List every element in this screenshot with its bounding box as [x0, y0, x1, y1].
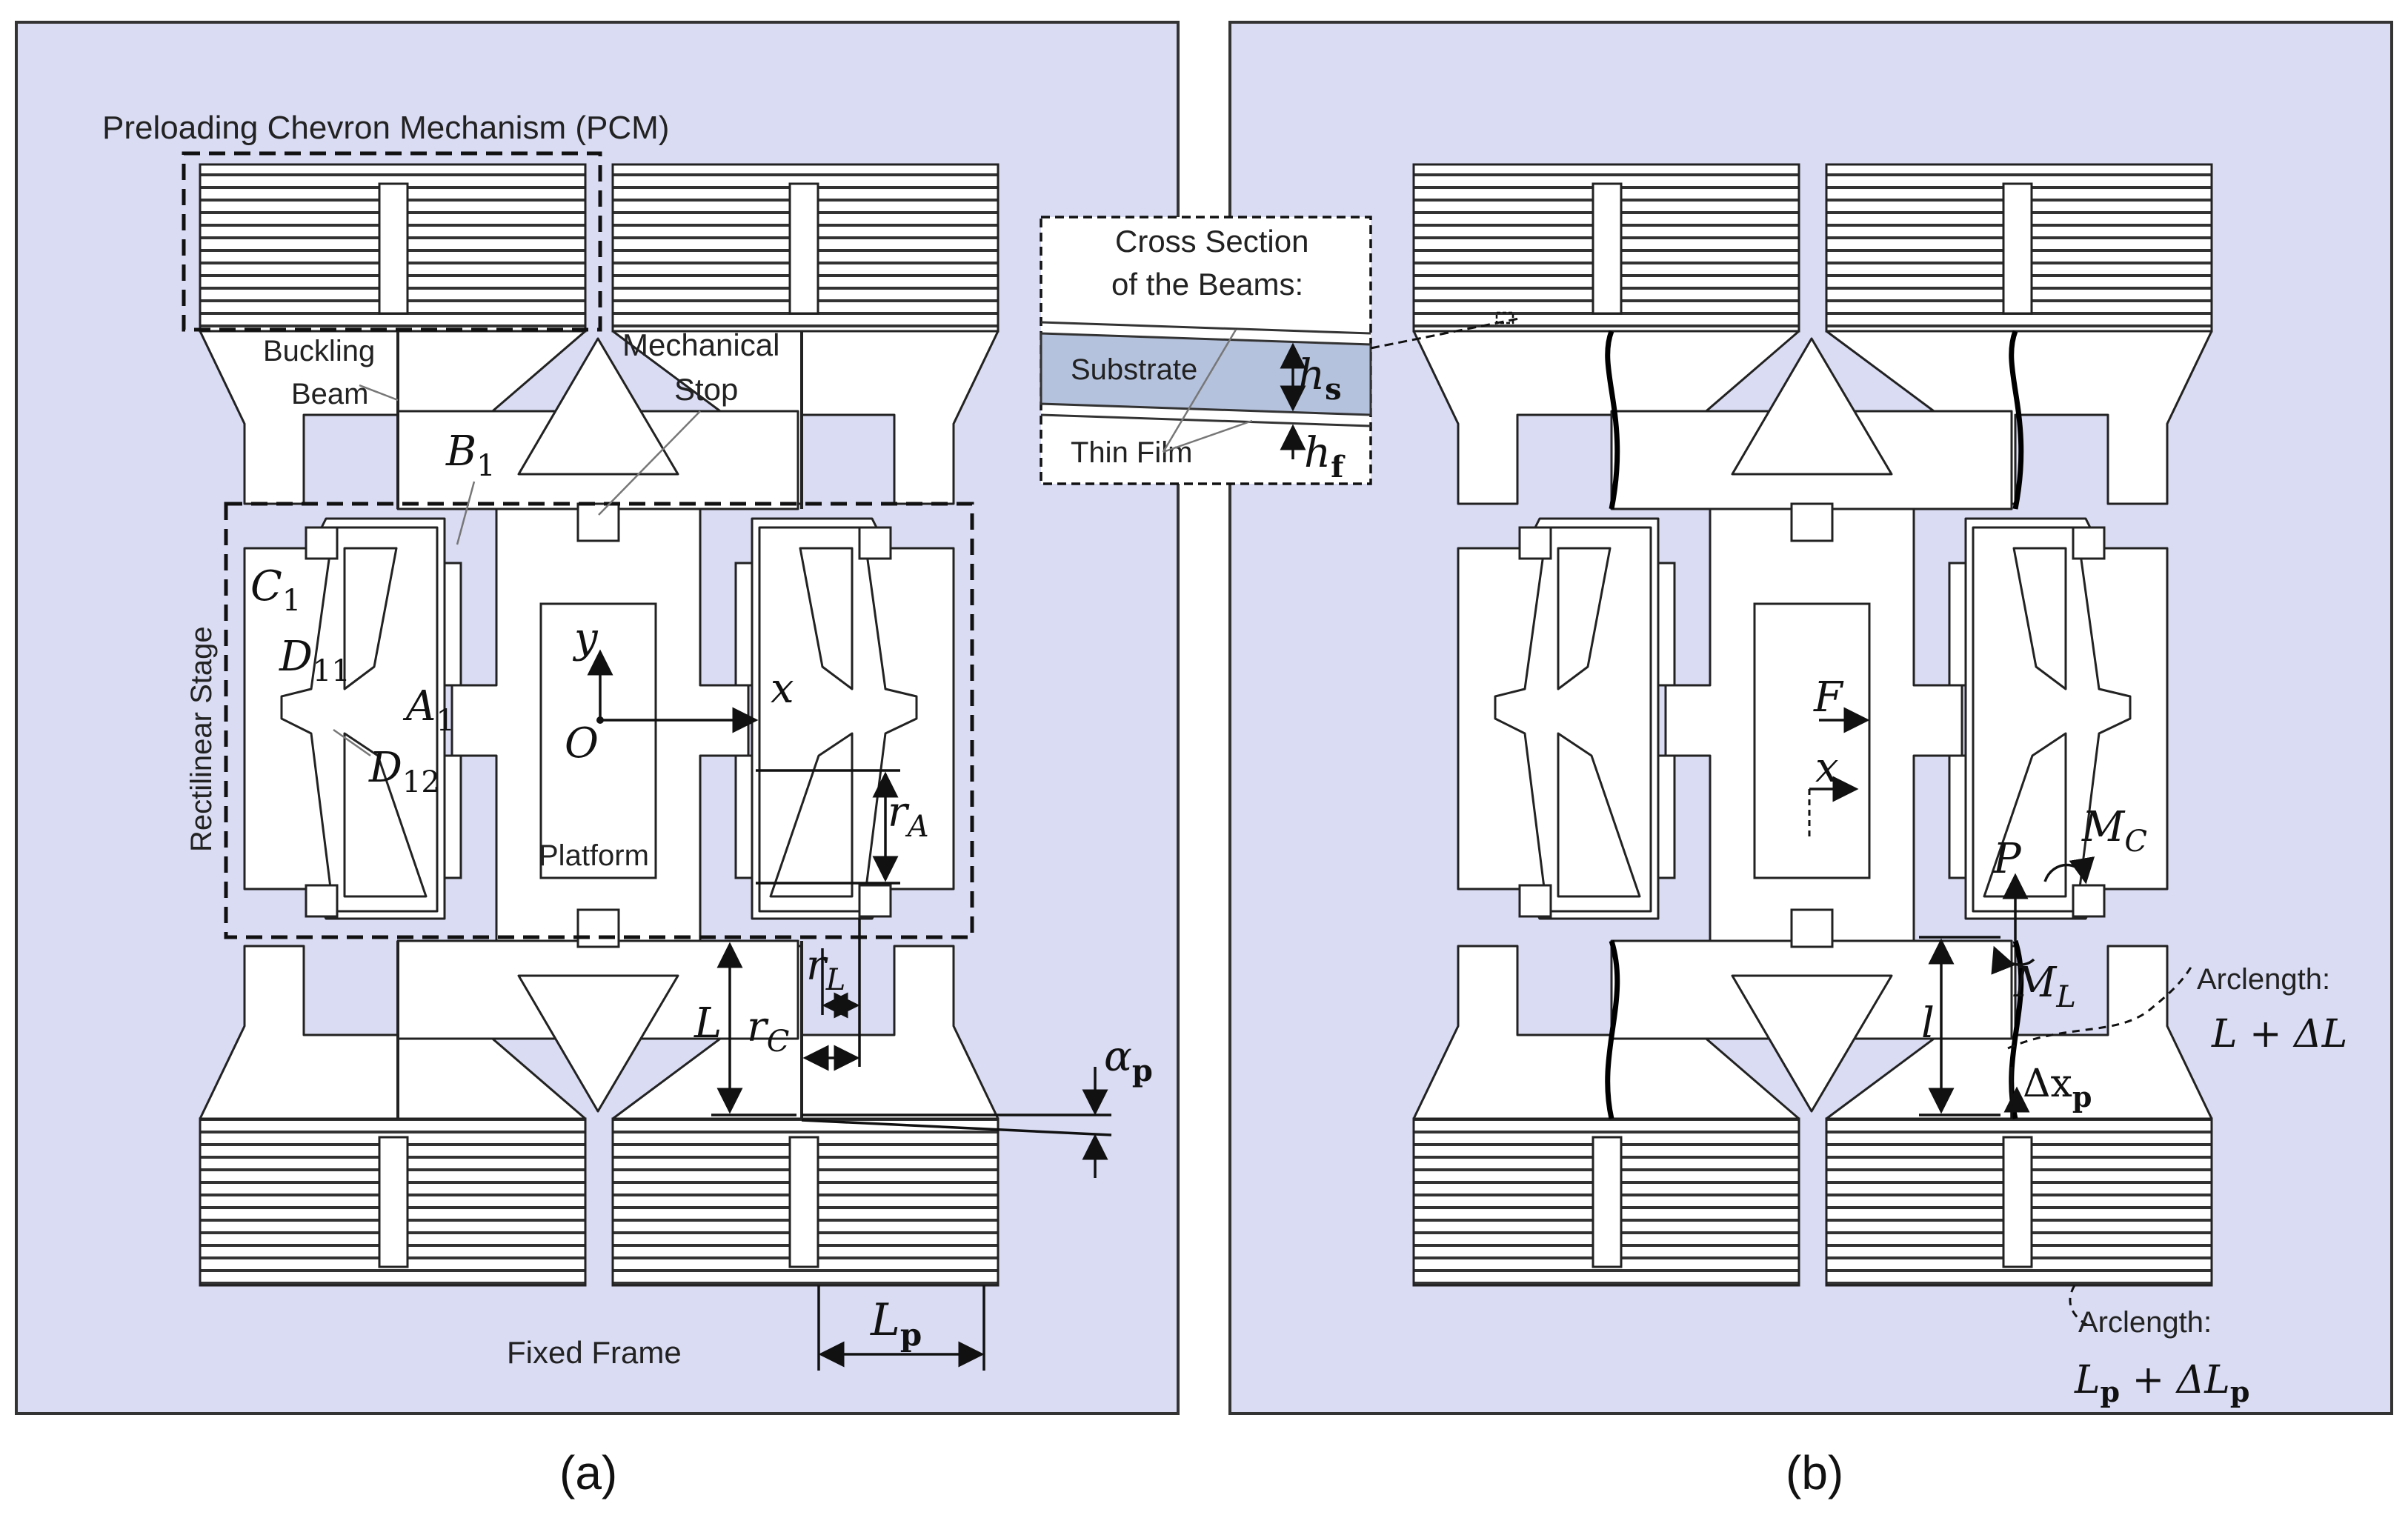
d12-leader [333, 728, 371, 757]
inset-title-1: Cross Section [1115, 224, 1308, 259]
buckled-beam-top-left [1605, 330, 1620, 510]
platform-label: Platform [539, 839, 649, 872]
arclength-2-label: Arclength: [2078, 1306, 2212, 1339]
symbol-l-lower: l [1921, 999, 1935, 1048]
caption-b: (b) [1786, 1446, 1843, 1499]
inset-connector [1370, 317, 1520, 350]
arclength-1-value: L + ΔL [2211, 1012, 2347, 1056]
ml-arrow [1991, 945, 2035, 975]
buckling-beam-label-2: Beam [291, 378, 369, 410]
mechanical-stop-leader [598, 410, 701, 516]
symbol-x-b: x [1815, 744, 1839, 792]
symbol-ra: rA [888, 788, 929, 844]
film-top-line [1040, 321, 1371, 335]
symbol-alpha-p: αp [1104, 1033, 1153, 1088]
symbol-hf: hf [1304, 429, 1346, 485]
panel-a: Preloading Chevron Mechanism (PCM) Buckl… [15, 21, 1180, 1499]
symbol-o: O [565, 719, 599, 768]
origin-dot [596, 716, 604, 724]
substrate-label: Substrate [1071, 353, 1197, 386]
buckled-beam-bottom-left [1605, 939, 1620, 1119]
symbol-a1: A1 [402, 682, 455, 738]
symbol-ml: ML [2013, 959, 2076, 1014]
thin-film-label: Thin Film [1071, 436, 1192, 469]
film-bottom-line [1040, 413, 1371, 427]
symbol-lp: Lp [870, 1294, 922, 1353]
caption-a: (a) [559, 1446, 617, 1499]
inset-title-2: of the Beams: [1111, 267, 1303, 302]
pcm-label: Preloading Chevron Mechanism (PCM) [102, 110, 669, 146]
mc-arrow [2043, 856, 2095, 885]
symbol-dxp: Δxp [2023, 1062, 2092, 1113]
thin-film-leader-1 [1162, 329, 1237, 453]
rectilinear-stage-dashed-box [224, 502, 974, 939]
symbol-mc: MC [2081, 803, 2147, 859]
symbol-rl: rL [806, 942, 845, 997]
symbol-hs: hs [1298, 351, 1342, 407]
symbol-p: P [1992, 835, 2022, 883]
symbol-f: F [1813, 673, 1844, 722]
symbol-rc: rC [747, 1003, 789, 1059]
cross-section-inset: Cross Section of the Beams: Substrate Th… [1040, 216, 1520, 485]
alpha-ref-line-2 [801, 1119, 1112, 1136]
symbol-l: L [694, 999, 722, 1048]
symbol-d12: D12 [368, 744, 440, 799]
inset-source-marker [1495, 311, 1514, 324]
panel-b: F x P MC ML l Δxp Arclength: L + ΔL Arcl… [1228, 21, 2393, 1499]
thin-film-leader-2 [1163, 419, 1253, 453]
buckling-beam-label-1: Buckling [263, 335, 375, 367]
arclength-2-leader [2069, 1285, 2090, 1328]
arclength-2-value: Lp + ΔLp [2074, 1358, 2249, 1408]
symbol-b1: B1 [445, 427, 496, 483]
symbol-x: x [771, 665, 794, 713]
arclength-1-leader [2007, 962, 2195, 1050]
fixed-frame-label: Fixed Frame [507, 1335, 682, 1370]
mechanical-stop-label-2: Stop [674, 372, 738, 407]
buckled-beam-top-right [2009, 330, 2024, 510]
buckling-beam-leader [359, 384, 399, 402]
b1-leader [456, 481, 476, 545]
arclength-1-label: Arclength: [2197, 963, 2330, 996]
mechanical-stop-label-1: Mechanical [622, 327, 779, 362]
symbol-y: y [572, 614, 599, 662]
rectilinear-stage-label: Rectilinear Stage [185, 626, 218, 852]
symbol-c1: C1 [250, 562, 301, 618]
symbol-d11: D11 [279, 633, 350, 688]
pcm-dashed-box [182, 151, 602, 332]
